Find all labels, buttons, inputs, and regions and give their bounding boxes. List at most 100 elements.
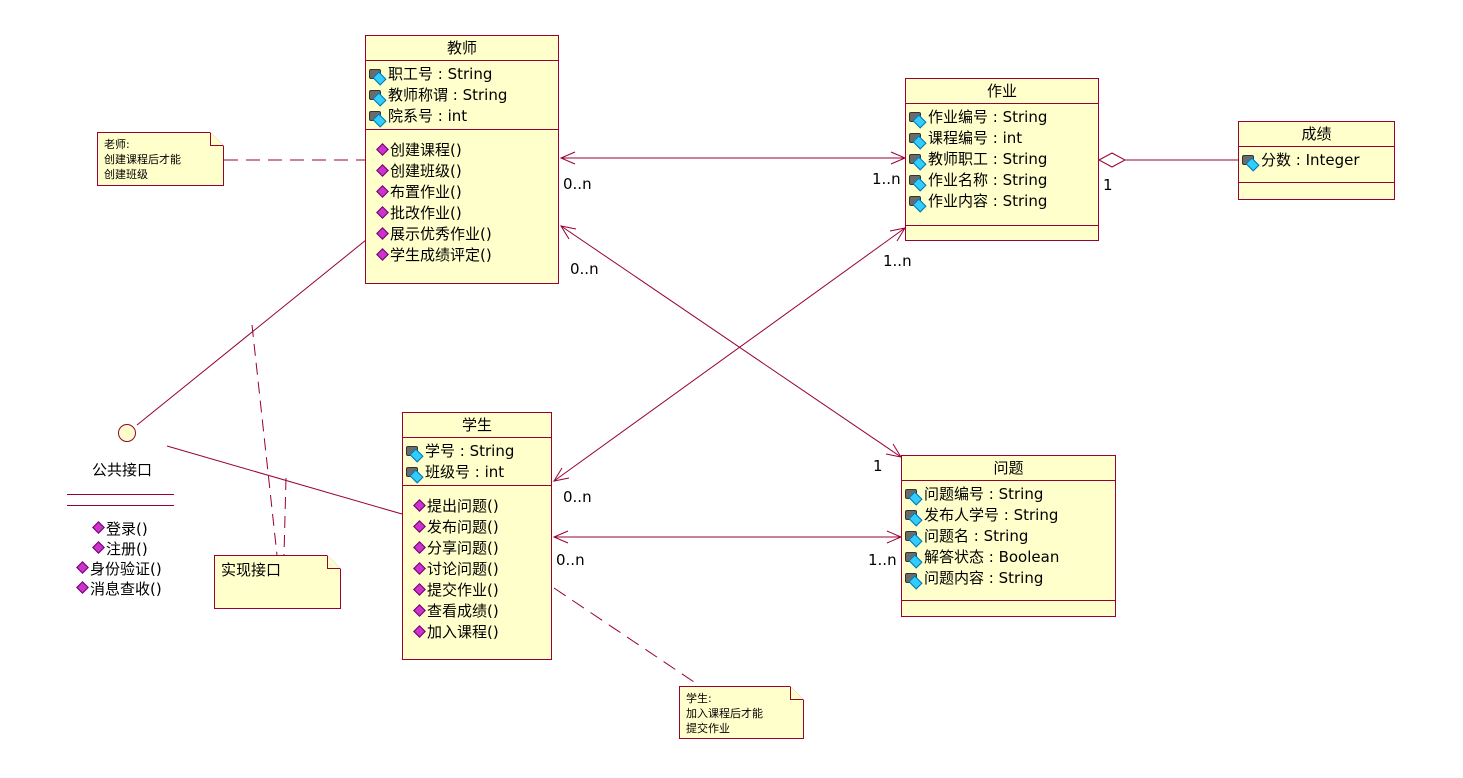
attribute-row[interactable]: 问题编号 : String — [904, 484, 1115, 506]
note-teacher[interactable]: 老师: 创建课程后才能 创建班级 — [97, 132, 224, 186]
operation-text: 消息查收() — [90, 580, 162, 598]
attribute-row[interactable]: 班级号 : int — [405, 462, 551, 484]
class-teacher[interactable]: 教师 职工号 : String 教师称谓 : String 院系号 : int … — [365, 35, 559, 284]
operation-row[interactable]: 讨论问题() — [413, 559, 551, 580]
operation-row[interactable]: 分享问题() — [413, 538, 551, 559]
operation-row[interactable]: 身份验证() — [76, 559, 162, 579]
attribute-row[interactable]: 职工号 : String — [368, 64, 558, 86]
operation-row[interactable]: 消息查收() — [76, 579, 162, 599]
class-name: 成绩 — [1239, 122, 1394, 147]
attribute-row[interactable]: 问题内容 : String — [904, 568, 1115, 590]
arrowhead — [559, 151, 576, 165]
operation-icon — [413, 582, 426, 599]
attribute-row[interactable]: 教师职工 : String — [908, 149, 1098, 171]
attribute-icon — [405, 465, 424, 484]
multiplicity-label: 0..n — [563, 175, 592, 193]
realization-teacher-interface[interactable] — [136, 239, 367, 426]
attribute-icon — [904, 508, 923, 527]
operation-row[interactable]: 提交作业() — [413, 580, 551, 601]
operation-row[interactable]: 展示优秀作业() — [376, 224, 558, 245]
attribute-text: 院系号 : int — [388, 107, 468, 125]
operation-row[interactable]: 创建课程() — [376, 140, 558, 161]
interface-divider — [67, 494, 174, 495]
attribute-section: 分数 : Integer — [1239, 147, 1394, 183]
operation-row[interactable]: 加入课程() — [413, 622, 551, 643]
operation-row[interactable]: 注册() — [76, 539, 162, 559]
class-name: 学生 — [403, 413, 551, 438]
class-question[interactable]: 问题 问题编号 : String 发布人学号 : String 问题名 : St… — [901, 455, 1116, 617]
note-fold-icon — [327, 555, 341, 569]
attribute-icon — [908, 173, 927, 192]
operation-row[interactable]: 学生成绩评定() — [376, 245, 558, 266]
operation-row[interactable]: 提出问题() — [413, 496, 551, 517]
note-realize-interface[interactable]: 实现接口 — [214, 555, 341, 609]
multiplicity-label: 1 — [873, 457, 883, 475]
note-fold-icon — [790, 686, 804, 700]
aggregation-diamond — [1097, 152, 1127, 168]
attribute-row[interactable]: 发布人学号 : String — [904, 505, 1115, 527]
attribute-row[interactable]: 作业内容 : String — [908, 191, 1098, 213]
operation-icon — [76, 581, 89, 597]
attribute-row[interactable]: 作业名称 : String — [908, 170, 1098, 192]
multiplicity-label: 0..n — [563, 488, 592, 506]
note-anchor-realize — [251, 324, 278, 556]
attribute-icon — [368, 88, 387, 107]
attribute-text: 教师称谓 : String — [388, 86, 508, 104]
attribute-text: 课程编号 : int — [928, 129, 1023, 147]
interface-icon[interactable] — [118, 424, 136, 442]
operation-row[interactable]: 发布问题() — [413, 517, 551, 538]
operation-icon — [413, 498, 426, 515]
operation-icon — [376, 163, 389, 180]
arrowhead — [552, 530, 569, 544]
attribute-icon — [904, 550, 923, 569]
attribute-row[interactable]: 分数 : Integer — [1241, 150, 1394, 172]
operation-text: 创建班级() — [390, 162, 462, 180]
attribute-icon — [405, 444, 424, 463]
operation-row[interactable]: 布置作业() — [376, 182, 558, 203]
attribute-text: 解答状态 : Boolean — [924, 548, 1060, 566]
attribute-row[interactable]: 教师称谓 : String — [368, 85, 558, 107]
multiplicity-label: 1..n — [868, 551, 897, 569]
operation-icon — [92, 521, 105, 537]
attribute-text: 作业编号 : String — [928, 108, 1048, 126]
attribute-row[interactable]: 学号 : String — [405, 441, 551, 463]
attribute-row[interactable]: 问题名 : String — [904, 526, 1115, 548]
note-line: 提交作业 — [686, 722, 730, 735]
operation-section: 提出问题() 发布问题() 分享问题() 讨论问题() 提交作业() 查看成绩(… — [403, 486, 551, 645]
attribute-row[interactable]: 院系号 : int — [368, 106, 558, 128]
note-fold-icon — [210, 132, 224, 146]
attribute-text: 问题编号 : String — [924, 485, 1044, 503]
attribute-row[interactable]: 作业编号 : String — [908, 107, 1098, 129]
assoc-student-homework[interactable] — [553, 227, 906, 482]
arrowhead — [559, 225, 577, 240]
class-name: 教师 — [366, 36, 558, 61]
attribute-icon — [908, 131, 927, 150]
operation-row[interactable]: 查看成绩() — [413, 601, 551, 622]
attribute-row[interactable]: 解答状态 : Boolean — [904, 547, 1115, 569]
operation-row[interactable]: 创建班级() — [376, 161, 558, 182]
operation-text: 注册() — [106, 540, 148, 558]
operation-text: 提交作业() — [427, 581, 499, 599]
note-anchor-realize — [283, 477, 287, 556]
note-line: 老师: — [104, 138, 130, 151]
operation-text: 学生成绩评定() — [390, 246, 492, 264]
class-student[interactable]: 学生 学号 : String 班级号 : int 提出问题() 发布问题() 分… — [402, 412, 552, 660]
assoc-teacher-question[interactable] — [560, 225, 902, 458]
note-anchor-student — [553, 587, 701, 687]
operation-text: 展示优秀作业() — [390, 225, 492, 243]
operation-icon — [413, 603, 426, 620]
note-student[interactable]: 学生: 加入课程后才能 提交作业 — [679, 686, 804, 739]
operation-icon — [413, 540, 426, 557]
multiplicity-label: 1..n — [872, 170, 901, 188]
operation-text: 查看成绩() — [427, 602, 499, 620]
operation-row[interactable]: 批改作业() — [376, 203, 558, 224]
operation-row[interactable]: 登录() — [76, 519, 162, 539]
class-homework[interactable]: 作业 作业编号 : String 课程编号 : int 教师职工 : Strin… — [905, 78, 1099, 241]
class-grade[interactable]: 成绩 分数 : Integer — [1238, 121, 1395, 200]
realization-student-interface[interactable] — [166, 445, 403, 515]
operation-text: 登录() — [106, 520, 148, 538]
attribute-icon — [368, 109, 387, 128]
attribute-row[interactable]: 课程编号 : int — [908, 128, 1098, 150]
multiplicity-label: 0..n — [570, 260, 599, 278]
